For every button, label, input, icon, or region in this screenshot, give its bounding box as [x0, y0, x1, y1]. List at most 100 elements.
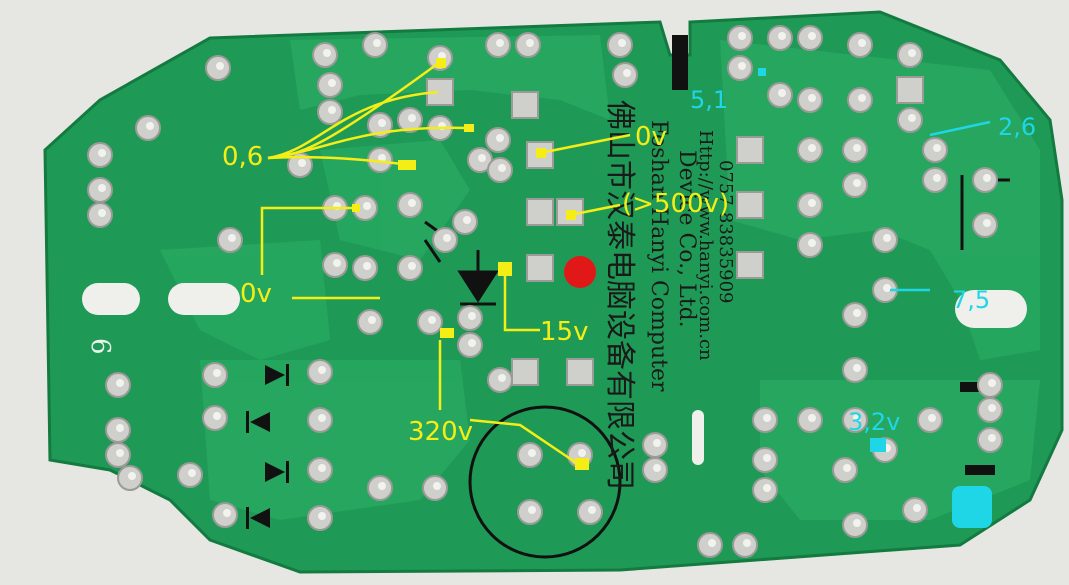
solder-highlight — [318, 464, 326, 472]
solder-highlight — [408, 114, 416, 122]
solder-highlight — [443, 234, 451, 242]
solder-highlight — [98, 209, 106, 217]
solder-highlight — [373, 39, 381, 47]
solder-highlight — [858, 94, 866, 102]
solder-highlight — [378, 119, 386, 127]
solder-highlight — [763, 484, 771, 492]
solder-highlight — [368, 316, 376, 324]
solder-highlight — [496, 134, 504, 142]
solder-highlight — [988, 434, 996, 442]
solder-highlight — [378, 154, 386, 162]
solder-highlight — [933, 144, 941, 152]
solder-highlight — [496, 39, 504, 47]
annotation-3-2v: 3,2v — [848, 408, 900, 436]
solder-highlight — [528, 449, 536, 457]
solder-highlight — [933, 174, 941, 182]
solder-highlight — [738, 32, 746, 40]
annotation-5-1: 5,1 — [690, 86, 728, 114]
solder-highlight — [146, 122, 154, 130]
solder-highlight — [738, 62, 746, 70]
yellow-probe-marks — [352, 58, 589, 470]
square-pad — [526, 254, 554, 282]
solder-highlight — [853, 309, 861, 317]
solder-highlight — [468, 312, 476, 320]
solder-highlight — [983, 219, 991, 227]
silk-company-en-line1: Foshan Hanyi Computer — [646, 120, 671, 392]
solder-highlight — [908, 114, 916, 122]
solder-highlight — [98, 149, 106, 157]
solder-highlight — [478, 154, 486, 162]
solder-highlight — [763, 454, 771, 462]
solder-highlight — [363, 262, 371, 270]
slot-vertical — [692, 410, 704, 465]
square-pad — [566, 358, 594, 386]
solder-highlight — [528, 506, 536, 514]
solder-highlight — [808, 239, 816, 247]
solder-highlight — [363, 202, 371, 210]
solder-highlight — [498, 374, 506, 382]
solder-highlight — [988, 379, 996, 387]
solder-highlight — [618, 39, 626, 47]
solder-highlight — [116, 379, 124, 387]
solder-highlight — [808, 414, 816, 422]
solder-highlight — [778, 32, 786, 40]
solder-highlight — [213, 412, 221, 420]
silk-marking-number: 6 — [85, 338, 115, 355]
solder-highlight — [883, 234, 891, 242]
solder-highlight — [858, 39, 866, 47]
solder-highlight — [988, 404, 996, 412]
square-pad — [736, 191, 764, 219]
solder-pads — [87, 25, 1003, 558]
solder-highlight — [498, 164, 506, 172]
solder-highlight — [333, 259, 341, 267]
solder-highlight — [128, 472, 136, 480]
square-pad — [896, 76, 924, 104]
solder-highlight — [808, 94, 816, 102]
solder-highlight — [408, 199, 416, 207]
solder-highlight — [853, 364, 861, 372]
silk-company-cn: 佛山市汉泰电脑设备有限公司 — [602, 100, 637, 490]
solder-highlight — [318, 366, 326, 374]
red-marker-dot — [564, 256, 596, 288]
annotation-15v: 15v — [540, 317, 588, 347]
cyan-probe-marks — [758, 68, 992, 528]
solder-highlight — [98, 184, 106, 192]
solder-highlight — [433, 482, 441, 490]
square-pad — [736, 251, 764, 279]
annotation-over-500v: (>500v) — [622, 189, 729, 219]
solder-highlight — [463, 216, 471, 224]
annotation-2-6: 2,6 — [998, 113, 1036, 141]
square-pad — [511, 358, 539, 386]
mounting-slot-right — [955, 290, 1027, 328]
annotation-0-6: 0,6 — [222, 142, 263, 172]
mounting-slot-center — [168, 283, 240, 315]
solder-highlight — [116, 424, 124, 432]
silk-url: Http://www.hanyi.com.cn — [695, 130, 716, 361]
solder-highlight — [778, 89, 786, 97]
square-pad — [526, 198, 554, 226]
solder-highlight — [983, 174, 991, 182]
annotation-0v-left: 0v — [240, 279, 272, 309]
solder-highlight — [763, 414, 771, 422]
mounting-slot-left — [82, 283, 140, 315]
square-pad — [736, 136, 764, 164]
solder-highlight — [298, 159, 306, 167]
solder-highlight — [623, 69, 631, 77]
solder-highlight — [708, 539, 716, 547]
solder-highlight — [468, 339, 476, 347]
solder-highlight — [318, 512, 326, 520]
solder-highlight — [908, 49, 916, 57]
solder-highlight — [853, 414, 861, 422]
solder-highlight — [928, 414, 936, 422]
annotation-0v-right: 0v — [635, 122, 667, 152]
solder-highlight — [116, 449, 124, 457]
solder-highlight — [328, 106, 336, 114]
solder-highlight — [526, 39, 534, 47]
silk-phone: 0757-83835909 — [715, 160, 736, 304]
solder-highlight — [883, 284, 891, 292]
square-pad — [511, 91, 539, 119]
solder-highlight — [743, 539, 751, 547]
solder-highlight — [228, 234, 236, 242]
solder-highlight — [808, 32, 816, 40]
